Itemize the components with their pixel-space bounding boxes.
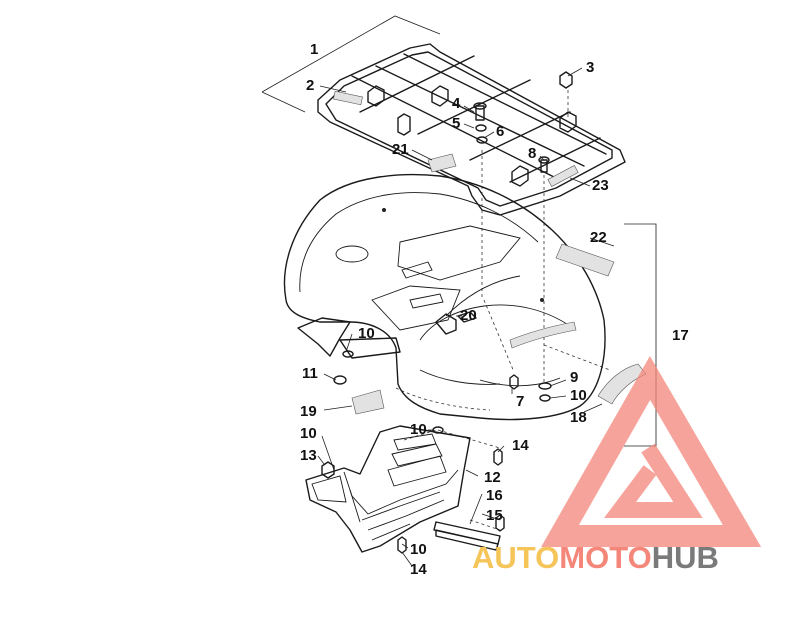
- callout-14-lower: 14: [410, 561, 427, 578]
- callout-8: 8: [528, 145, 536, 162]
- watermark-part-moto: MOTO: [559, 540, 651, 575]
- callout-12: 12: [484, 469, 501, 486]
- callout-21: 21: [392, 141, 409, 158]
- callout-10-footwell-bottom: 10: [410, 541, 427, 558]
- callout-4: 4: [452, 95, 461, 112]
- callout-19: 19: [300, 403, 317, 420]
- rear-rack: [261, 15, 626, 216]
- callout-13: 13: [300, 447, 317, 464]
- callout-9: 9: [570, 369, 578, 386]
- callout-17: 17: [672, 327, 689, 344]
- callout-7: 7: [516, 393, 524, 410]
- watermark-part-hub: HUB: [652, 540, 719, 575]
- rear-fender: [283, 153, 606, 421]
- callout-6: 6: [496, 123, 504, 140]
- callout-3: 3: [586, 59, 594, 76]
- callout-5: 5: [452, 115, 460, 132]
- alignment-lines: [403, 90, 611, 531]
- callout-10-footwell-top: 10: [410, 421, 427, 438]
- callout-14-upper: 14: [512, 437, 529, 454]
- callout-23: 23: [592, 177, 609, 194]
- callout-2: 2: [306, 77, 314, 94]
- callout-22: 22: [590, 229, 607, 246]
- decals: [351, 243, 647, 415]
- callout-11: 11: [302, 365, 318, 382]
- fender-hardware: [321, 350, 552, 554]
- callout-18: 18: [570, 409, 587, 426]
- callout-15: 15: [486, 507, 503, 524]
- callout-16: 16: [486, 487, 503, 504]
- callout-1: 1: [310, 41, 318, 58]
- callout-labels: 1 2 3 4 5 6 8 21 23 22 17 20 10 11 9 10 …: [300, 41, 689, 578]
- callout-20: 20: [460, 307, 477, 324]
- rack-hardware: [473, 71, 573, 173]
- callout-10-footwell-top-left: 10: [300, 425, 317, 442]
- watermark-text: AUTOMOTOHUB: [472, 540, 719, 575]
- leader-lines: [317, 67, 615, 567]
- footwell: [305, 425, 501, 553]
- callout-10-fender-right: 10: [570, 387, 587, 404]
- watermark-part-auto: AUTO: [472, 540, 559, 575]
- callout-10-fender-left: 10: [358, 325, 375, 342]
- watermark-logo: [541, 355, 762, 547]
